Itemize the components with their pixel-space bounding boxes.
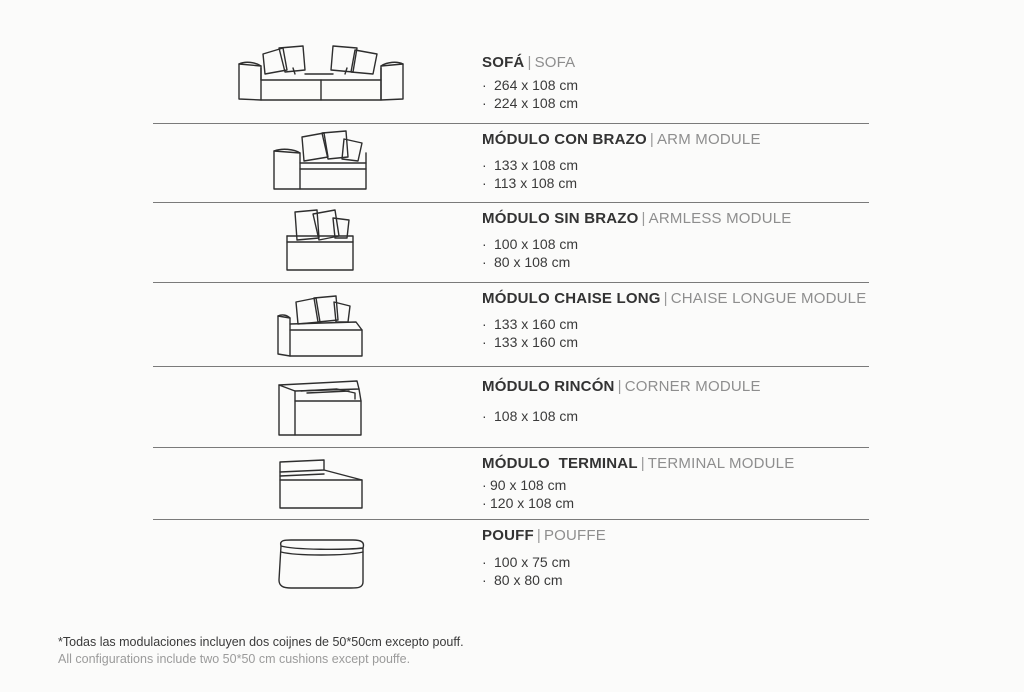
- armless-module-icon: [285, 208, 355, 272]
- footnote: *Todas las modulaciones incluyen dos coi…: [58, 634, 464, 668]
- dimension-item: · 100 x 108 cm: [482, 235, 791, 253]
- chaise-longue-module-info: MÓDULO CHAISE LONG|CHAISE LONGUE MODULE …: [482, 290, 866, 351]
- dimension-value: 133 x 160 cm: [494, 316, 579, 332]
- dimension-item: · 133 x 160 cm: [482, 315, 866, 333]
- bullet: ·: [482, 175, 487, 191]
- divider: [153, 123, 869, 124]
- dimension-value: 100 x 75 cm: [494, 554, 571, 570]
- dimension-item: · 133 x 160 cm: [482, 333, 866, 351]
- divider: [153, 447, 869, 448]
- product-title: MÓDULO CON BRAZO|ARM MODULE: [482, 131, 761, 149]
- bullet: ·: [482, 334, 487, 350]
- corner-module-info: MÓDULO RINCÓN|CORNER MODULE · 108 x 108 c…: [482, 378, 761, 425]
- product-name-en: POUFFE: [543, 527, 606, 544]
- divider: [153, 519, 869, 520]
- dimension-value: 108 x 108 cm: [494, 408, 579, 424]
- bullet: ·: [482, 316, 487, 332]
- product-name-en: CORNER MODULE: [624, 378, 761, 395]
- dimension-list: · 100 x 75 cm · 80 x 80 cm: [482, 553, 606, 589]
- product-title: MÓDULO RINCÓN|CORNER MODULE: [482, 378, 761, 396]
- footnote-es: *Todas las modulaciones incluyen dos coi…: [58, 635, 464, 649]
- dimension-item: · 100 x 75 cm: [482, 553, 606, 571]
- product-name-es: MÓDULO TERMINAL: [482, 455, 638, 472]
- product-name-en: TERMINAL MODULE: [647, 455, 795, 472]
- dimension-value: 90 x 108 cm: [490, 477, 567, 493]
- dimension-list: ·90 x 108 cm ·120 x 108 cm: [482, 476, 794, 512]
- bullet: ·: [482, 495, 487, 511]
- armless-module-info: MÓDULO SIN BRAZO|ARMLESS MODULE · 100 x 1…: [482, 210, 791, 271]
- divider: [153, 366, 869, 367]
- product-name-en: CHAISE LONGUE MODULE: [670, 290, 867, 307]
- dimension-list: · 108 x 108 cm: [482, 407, 761, 425]
- dimension-list: · 264 x 108 cm · 224 x 108 cm: [482, 76, 578, 112]
- dimension-item: · 80 x 108 cm: [482, 253, 791, 271]
- product-name-es: MÓDULO SIN BRAZO: [482, 210, 639, 227]
- sofa-icon: [237, 44, 405, 102]
- title-separator: |: [649, 131, 654, 148]
- dimension-item: ·120 x 108 cm: [482, 494, 794, 512]
- dimension-value: 133 x 108 cm: [494, 157, 579, 173]
- bullet: ·: [482, 95, 487, 111]
- product-title: MÓDULO CHAISE LONG|CHAISE LONGUE MODULE: [482, 290, 866, 308]
- dimension-list: · 133 x 160 cm · 133 x 160 cm: [482, 315, 866, 351]
- product-name-en: SOFA: [534, 54, 576, 71]
- dimension-item: · 133 x 108 cm: [482, 156, 761, 174]
- arm-module-icon: [272, 129, 368, 191]
- bullet: ·: [482, 77, 487, 93]
- bullet: ·: [482, 477, 487, 493]
- dimension-value: 224 x 108 cm: [494, 95, 579, 111]
- divider: [153, 282, 869, 283]
- dimension-item: · 80 x 80 cm: [482, 571, 606, 589]
- terminal-module-info: MÓDULO TERMINAL|TERMINAL MODULE ·90 x 10…: [482, 455, 794, 512]
- dimension-value: 80 x 108 cm: [494, 254, 571, 270]
- bullet: ·: [482, 408, 487, 424]
- dimension-value: 100 x 108 cm: [494, 236, 579, 252]
- product-name-en: ARMLESS MODULE: [648, 210, 792, 227]
- product-name-es: MÓDULO CON BRAZO: [482, 131, 647, 148]
- product-name-en: ARM MODULE: [656, 131, 761, 148]
- dimension-list: · 133 x 108 cm · 113 x 108 cm: [482, 156, 761, 192]
- bullet: ·: [482, 572, 487, 588]
- product-name-es: POUFF: [482, 527, 534, 544]
- bullet: ·: [482, 254, 487, 270]
- title-separator: |: [617, 378, 622, 395]
- terminal-module-icon: [278, 458, 364, 510]
- product-title: MÓDULO SIN BRAZO|ARMLESS MODULE: [482, 210, 791, 228]
- sofa-info: SOFÁ|SOFA · 264 x 108 cm · 224 x 108 cm: [482, 54, 578, 112]
- bullet: ·: [482, 236, 487, 252]
- bullet: ·: [482, 157, 487, 173]
- product-title: MÓDULO TERMINAL|TERMINAL MODULE: [482, 455, 794, 473]
- dimension-item: · 224 x 108 cm: [482, 94, 578, 112]
- dimension-list: · 100 x 108 cm · 80 x 108 cm: [482, 235, 791, 271]
- footnote-en: All configurations include two 50*50 cm …: [58, 652, 411, 666]
- title-separator: |: [527, 54, 532, 71]
- product-title: SOFÁ|SOFA: [482, 54, 578, 72]
- product-title: POUFF|POUFFE: [482, 527, 606, 545]
- dimension-value: 120 x 108 cm: [490, 495, 575, 511]
- corner-module-icon: [277, 377, 363, 437]
- dimension-item: · 113 x 108 cm: [482, 174, 761, 192]
- product-name-es: MÓDULO RINCÓN: [482, 378, 615, 395]
- dimension-value: 113 x 108 cm: [494, 175, 578, 191]
- dimension-value: 133 x 160 cm: [494, 334, 579, 350]
- dimension-item: · 108 x 108 cm: [482, 407, 761, 425]
- title-separator: |: [641, 210, 646, 227]
- dimension-item: ·90 x 108 cm: [482, 476, 794, 494]
- bullet: ·: [482, 554, 487, 570]
- arm-module-info: MÓDULO CON BRAZO|ARM MODULE · 133 x 108 c…: [482, 131, 761, 192]
- product-name-es: MÓDULO CHAISE LONG: [482, 290, 661, 307]
- dimension-value: 264 x 108 cm: [494, 77, 579, 93]
- product-name-es: SOFÁ: [482, 54, 525, 71]
- dimension-item: · 264 x 108 cm: [482, 76, 578, 94]
- pouffe-info: POUFF|POUFFE · 100 x 75 cm · 80 x 80 cm: [482, 527, 606, 589]
- title-separator: |: [536, 527, 541, 544]
- title-separator: |: [640, 455, 645, 472]
- pouffe-icon: [275, 538, 367, 590]
- title-separator: |: [663, 290, 668, 307]
- chaise-longue-module-icon: [276, 294, 364, 358]
- dimension-value: 80 x 80 cm: [494, 572, 563, 588]
- divider: [153, 202, 869, 203]
